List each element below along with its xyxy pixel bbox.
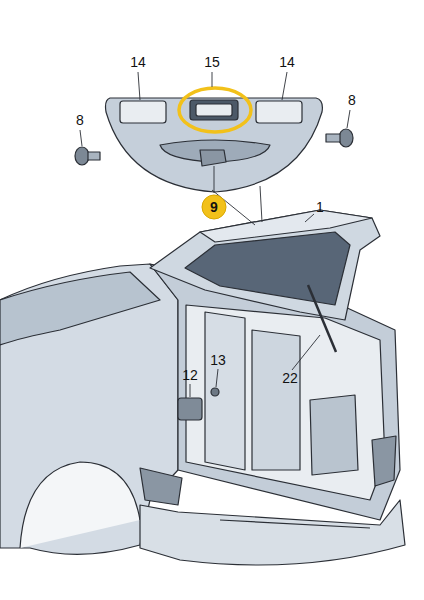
leader-line (292, 335, 320, 370)
leader-line (282, 72, 287, 100)
callout-circle-shape (202, 195, 226, 219)
gas-strut (308, 285, 336, 352)
tailgate (150, 210, 380, 320)
callout-number: 8 (346, 92, 358, 108)
leader-line (80, 130, 82, 146)
leader-line (216, 369, 218, 387)
callout-circle: 9 (201, 194, 227, 220)
bracket-part (178, 398, 202, 420)
lamp-15 (190, 100, 238, 120)
leader-line (212, 72, 213, 87)
side-trim (252, 330, 300, 470)
tail-light-left (140, 468, 182, 505)
text-wrap: 9 (201, 194, 227, 220)
callout-number: 1 (314, 199, 326, 215)
leader-line (138, 72, 140, 100)
wheel-arch (20, 462, 140, 548)
tailgate-glass (185, 232, 350, 305)
trunk-opening (186, 305, 385, 500)
tailgate-lip (200, 210, 372, 242)
screw-part (211, 388, 219, 396)
leader-line (305, 214, 314, 222)
callout-number: 12 (180, 367, 200, 383)
rear-bumper (140, 500, 405, 565)
switch-part (200, 150, 226, 166)
screw-left (75, 147, 100, 165)
callout-number: 8 (74, 112, 86, 128)
screw-right (326, 129, 353, 147)
c-pillar (205, 312, 245, 470)
leader-line (214, 166, 215, 193)
callout-number: 9 (210, 200, 218, 214)
interior-lamp (256, 101, 302, 123)
leader-line (347, 110, 350, 128)
callout-number: 13 (208, 352, 228, 368)
assembly-line (260, 186, 262, 222)
interior-lamp (120, 101, 166, 123)
callout-number: 22 (280, 370, 300, 386)
bumper-edge (220, 520, 370, 528)
lamp-15-lens (196, 104, 232, 116)
callout-number: 14 (128, 54, 148, 70)
leader-line (190, 384, 191, 397)
spare-cover (310, 395, 358, 475)
callout-number: 15 (202, 54, 222, 70)
rear-window-frame (0, 272, 160, 345)
tail-light-right (372, 436, 396, 486)
trim-panel (106, 98, 323, 192)
callout-number: 14 (277, 54, 297, 70)
highlight-ring (179, 88, 251, 132)
